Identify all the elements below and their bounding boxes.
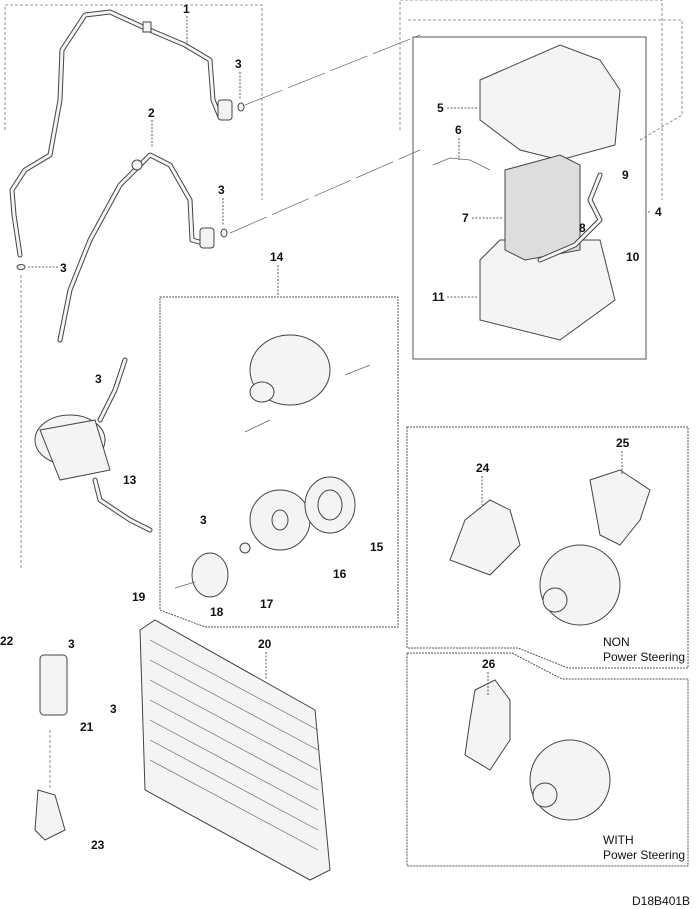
callout-8: 8 bbox=[579, 221, 586, 235]
callout-2: 2 bbox=[148, 106, 155, 120]
callout-1: 1 bbox=[183, 2, 190, 16]
callouts: 1 2 3 3 3 3 3 3 3 4 5 6 7 8 9 10 11 13 1… bbox=[0, 2, 662, 852]
callout-7: 7 bbox=[462, 211, 469, 225]
callout-3: 3 bbox=[235, 57, 242, 71]
callout-22: 22 bbox=[0, 634, 14, 648]
callout-10: 10 bbox=[626, 250, 640, 264]
receiver-drier bbox=[39, 654, 68, 716]
callout-13: 13 bbox=[123, 473, 137, 487]
compressor-detail-box bbox=[159, 296, 399, 628]
non-ps-box bbox=[406, 426, 689, 669]
callout-3: 3 bbox=[218, 183, 225, 197]
callout-23: 23 bbox=[91, 838, 105, 852]
callout-5: 5 bbox=[437, 101, 444, 115]
callout-3: 3 bbox=[200, 513, 207, 527]
non-ps-caption-line1: NON bbox=[603, 635, 630, 649]
drawing-id: D18B401B bbox=[632, 894, 690, 908]
compressor-detail bbox=[174, 334, 371, 598]
with-ps-caption-line2: Power Steering bbox=[603, 848, 685, 862]
callout-17: 17 bbox=[260, 597, 274, 611]
callout-20: 20 bbox=[258, 637, 272, 651]
callout-11: 11 bbox=[432, 290, 445, 304]
callout-14: 14 bbox=[270, 250, 284, 264]
callout-26: 26 bbox=[482, 657, 496, 671]
callout-15: 15 bbox=[370, 540, 384, 554]
evaporator-assembly-box bbox=[412, 36, 647, 360]
compressor bbox=[34, 357, 153, 533]
condenser bbox=[139, 619, 331, 881]
callout-16: 16 bbox=[333, 567, 347, 581]
drier-bracket bbox=[34, 789, 66, 841]
evaporator-outline-frames bbox=[4, 0, 683, 200]
callout-25: 25 bbox=[616, 436, 630, 450]
callout-3: 3 bbox=[95, 372, 102, 386]
callout-18: 18 bbox=[210, 605, 224, 619]
hose-2 bbox=[57, 152, 215, 343]
callout-19: 19 bbox=[132, 590, 146, 604]
with-ps-caption-line1: WITH bbox=[603, 833, 634, 847]
callout-3: 3 bbox=[110, 702, 117, 716]
non-ps-caption-line2: Power Steering bbox=[603, 650, 685, 664]
callout-3: 3 bbox=[60, 261, 67, 275]
evaporator-housing bbox=[432, 44, 621, 341]
callout-21: 21 bbox=[80, 720, 94, 734]
callout-4: 4 bbox=[655, 205, 662, 219]
callout-9: 9 bbox=[622, 168, 629, 182]
callout-3: 3 bbox=[68, 637, 75, 651]
hose-1 bbox=[9, 9, 233, 258]
callout-24: 24 bbox=[476, 461, 490, 475]
callout-6: 6 bbox=[455, 123, 462, 137]
